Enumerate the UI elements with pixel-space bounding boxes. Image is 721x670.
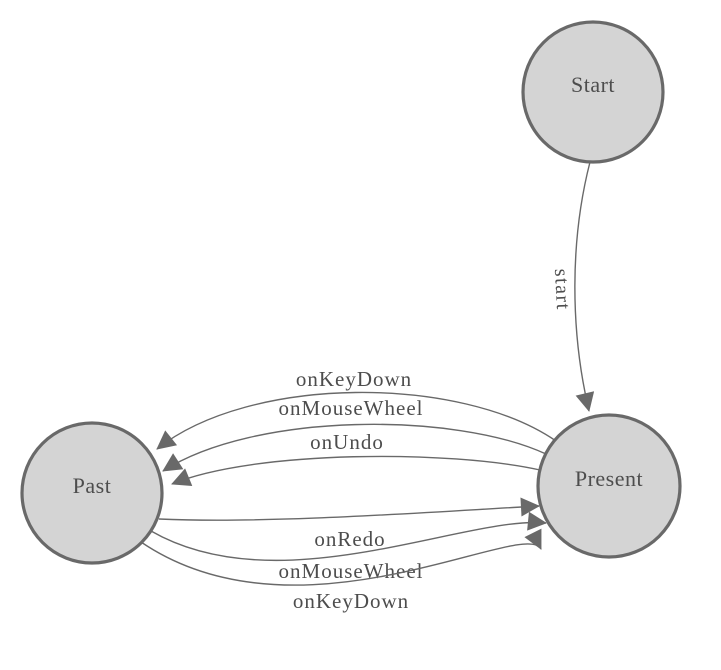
node-past: Past <box>20 421 164 565</box>
start-state-circle[interactable] <box>521 20 665 164</box>
present-state-circle[interactable] <box>536 413 682 559</box>
edge-label-start: start <box>550 268 574 311</box>
edge-past-to-present-onredo: onRedo <box>158 497 540 551</box>
start-state-label: Start <box>571 72 615 97</box>
edge-label-onkeydown-bottom: onKeyDown <box>293 589 409 613</box>
edge-present-to-past-onmousewheel: onMouseWheel <box>162 396 547 472</box>
edge-label-onkeydown-top: onKeyDown <box>296 367 412 391</box>
edge-start-to-present: start <box>550 161 595 412</box>
past-state-label: Past <box>73 473 112 498</box>
present-state-label: Present <box>575 466 643 491</box>
node-start: Start <box>521 20 665 164</box>
edge-label-onmousewheel-top: onMouseWheel <box>279 396 424 420</box>
node-present: Present <box>536 413 682 559</box>
edge-label-onredo: onRedo <box>314 527 385 551</box>
edge-path-onmousewheel-bottom[interactable] <box>150 511 547 562</box>
edge-label-onundo: onUndo <box>310 430 384 454</box>
past-state-circle[interactable] <box>20 421 164 565</box>
edge-label-onmousewheel-bottom: onMouseWheel <box>279 559 424 583</box>
edge-path-onundo[interactable] <box>171 455 541 486</box>
edge-path-onkeydown-top[interactable] <box>156 391 557 450</box>
edge-past-to-present-onkeydown: onKeyDown <box>140 528 542 613</box>
edge-path-onkeydown-bottom[interactable] <box>140 528 542 586</box>
edge-past-to-present-onmousewheel: onMouseWheel <box>150 511 547 583</box>
edge-present-to-past-onundo: onUndo <box>171 430 541 486</box>
edge-path-start[interactable] <box>574 161 595 412</box>
edge-present-to-past-onkeydown: onKeyDown <box>156 367 557 450</box>
edge-path-onmousewheel-top[interactable] <box>162 423 547 472</box>
edge-path-onredo[interactable] <box>158 497 540 521</box>
